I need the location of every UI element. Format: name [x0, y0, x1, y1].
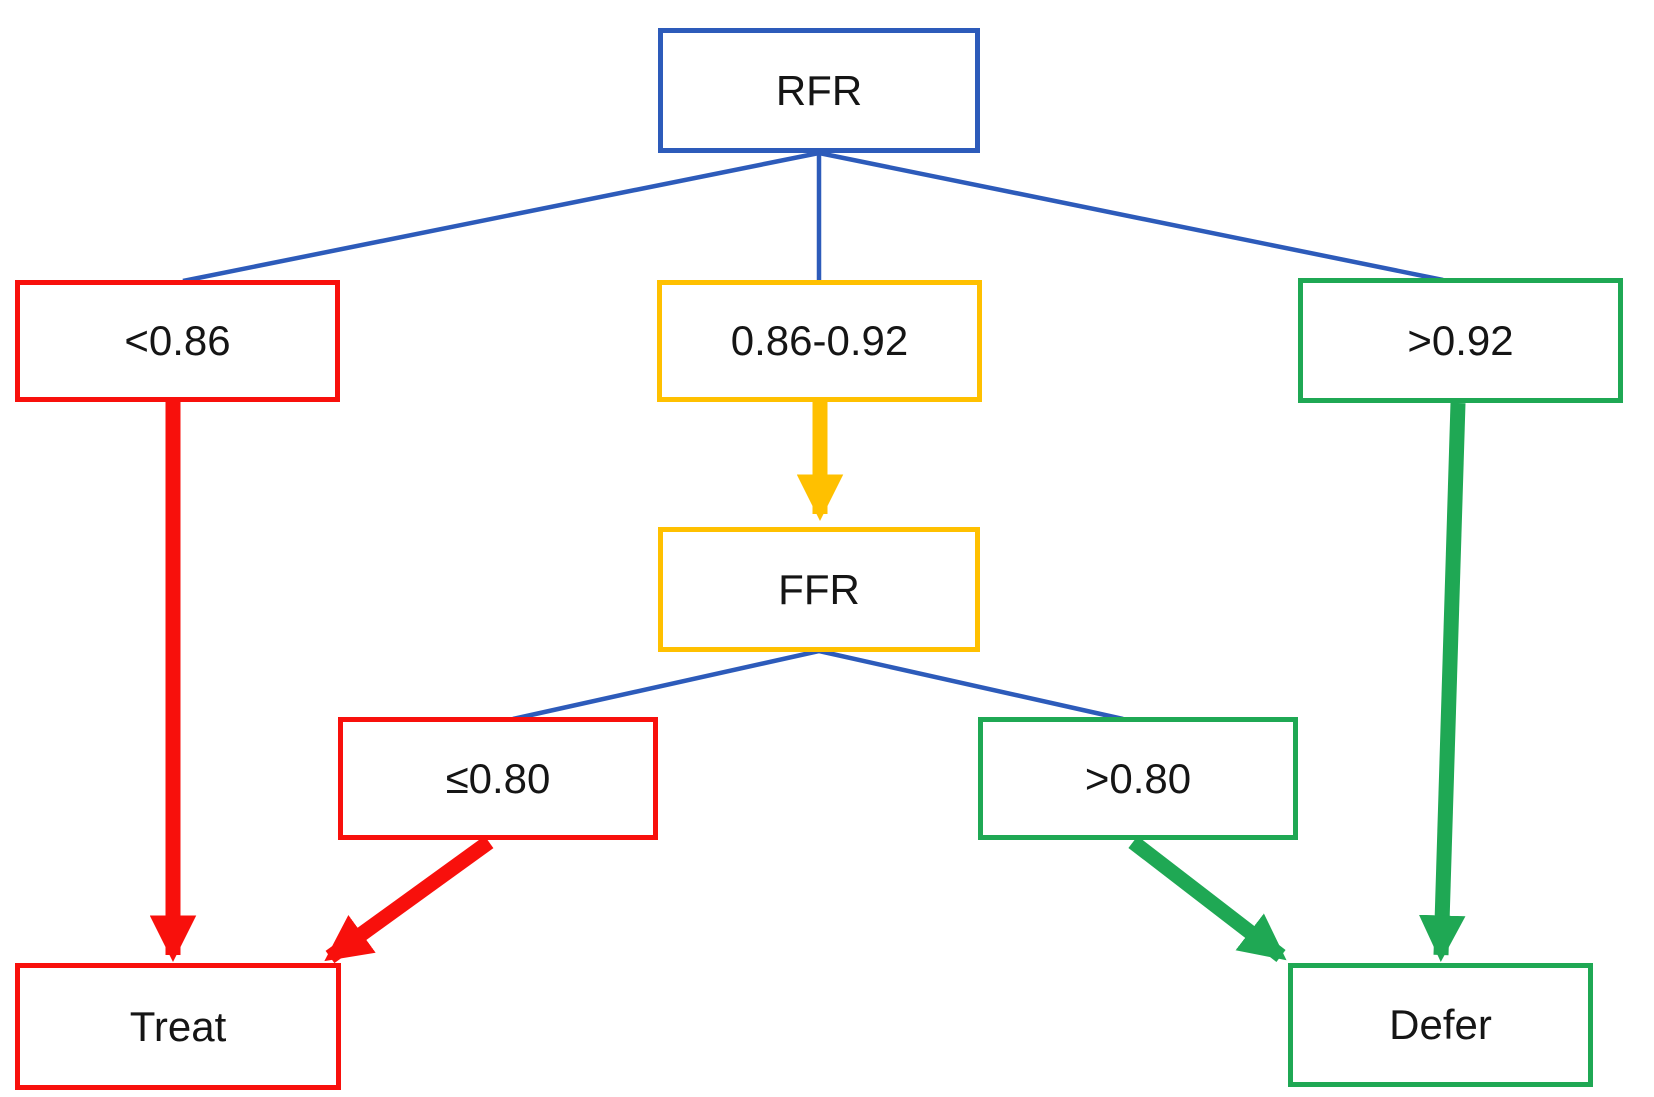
node-rfr-low: <0.86: [15, 280, 340, 402]
node-rfr-low-label: <0.86: [124, 317, 231, 364]
edge-rfr-to-high: [818, 150, 1444, 283]
arrow-gt080-to-defer: [1128, 836, 1287, 962]
edge-ffr-to-high: [818, 648, 1124, 722]
edge-rfr-to-low: [182, 150, 820, 284]
node-rfr-high-label: >0.92: [1407, 316, 1514, 364]
node-treat-label: Treat: [129, 1002, 227, 1050]
node-treat: Treat: [15, 963, 341, 1090]
node-ffr: FFR: [658, 527, 980, 652]
node-defer-label: Defer: [1389, 1001, 1492, 1048]
node-ffr-high-label: >0.80: [1084, 754, 1192, 802]
node-defer: Defer: [1288, 963, 1593, 1087]
node-ffr-low: ≤0.80: [338, 717, 658, 840]
node-rfr-mid: 0.86-0.92: [657, 280, 982, 402]
node-rfr: RFR: [658, 28, 980, 153]
node-ffr-low-label: ≤0.80: [445, 754, 551, 802]
node-rfr-high: >0.92: [1298, 278, 1623, 403]
node-ffr-label: FFR: [778, 565, 860, 613]
node-rfr-label: RFR: [775, 66, 863, 114]
node-ffr-high: >0.80: [978, 717, 1298, 840]
edge-ffr-to-low: [512, 648, 820, 722]
arrow-le080-to-treat: [324, 835, 494, 964]
node-rfr-mid-label: 0.86-0.92: [730, 317, 909, 364]
arrow-gt092-to-defer: [1418, 402, 1466, 962]
